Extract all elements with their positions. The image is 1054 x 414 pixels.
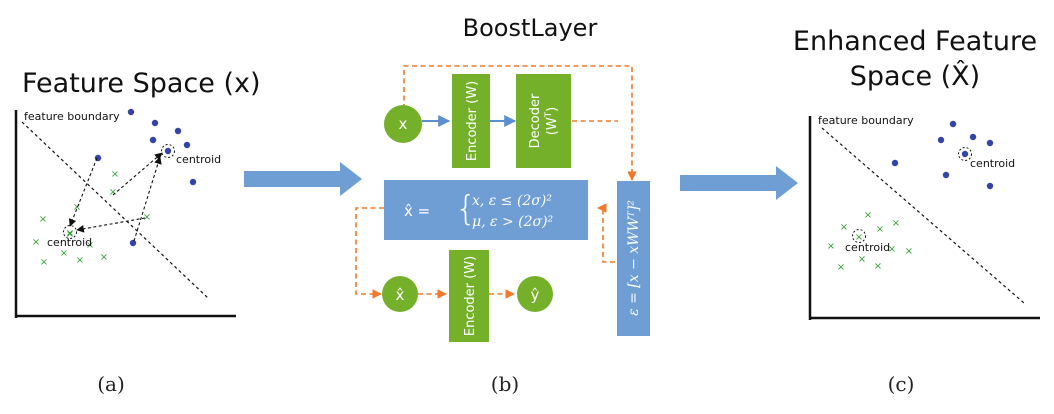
- cross: ×: [905, 246, 913, 257]
- selector-case-2: μ, ε > (2σ)²: [472, 214, 554, 230]
- cross: ×: [32, 237, 40, 248]
- cross: ×: [111, 169, 119, 180]
- decoder-label: Decoder: [528, 93, 543, 148]
- panel-a-boundary-label: feature boundary: [24, 110, 120, 123]
- decoder-weight-label: (WT): [544, 107, 560, 136]
- arrow: [133, 156, 162, 242]
- threshold-selector-box: [384, 180, 588, 240]
- panel-b-title: BoostLayer: [463, 14, 598, 42]
- dot: [961, 150, 969, 158]
- encoder-bottom-label: Encoder (W): [463, 256, 478, 336]
- error-box: [617, 181, 650, 336]
- dot: [949, 120, 957, 128]
- arrow-b-to-c: [680, 166, 798, 200]
- panel-a-centroid-top-label: centroid: [176, 153, 221, 166]
- dot: [937, 136, 945, 144]
- cross: ×: [40, 257, 48, 268]
- cross: ×: [888, 244, 896, 255]
- panel-c-centroid-top-label: centroid: [970, 157, 1015, 170]
- panel-a-class-crosses: × × × × × × × × × × × ×: [32, 169, 151, 268]
- cross: ×: [874, 261, 882, 272]
- input-x-label: x: [399, 115, 408, 133]
- decoder-block: [516, 74, 571, 168]
- panel-a-class-dots: [94, 108, 197, 247]
- selector-lhs: x̂ =: [404, 202, 430, 220]
- panel-a-title: Feature Space (x): [22, 68, 261, 99]
- arrow: [76, 217, 146, 233]
- panel-c-centroid-top-marker: [958, 147, 972, 161]
- dot: [174, 127, 182, 135]
- arrow: [112, 152, 163, 196]
- cross: ×: [143, 212, 151, 223]
- panel-c-centroid-bottom-label: centroid: [845, 241, 890, 254]
- dot: [189, 178, 197, 186]
- cross: ×: [855, 232, 863, 243]
- dot: [151, 119, 159, 127]
- yhat-node: [517, 276, 553, 312]
- panel-a: Feature Space (x) feature boundary centr…: [14, 68, 261, 396]
- panel-c: Enhanced Feature Space (X̂) feature boun…: [793, 26, 1040, 396]
- panel-c-class-dots: [891, 120, 994, 190]
- panel-c-class-crosses: × × × × × × × × × ×: [827, 210, 913, 273]
- skip-connection-arrow: [403, 65, 637, 181]
- panel-a-reassign-arrows: [68, 152, 163, 242]
- selector-to-xhat-arrow: [355, 207, 384, 299]
- cross: ×: [840, 222, 848, 233]
- encoder-top-label: Encoder (W): [465, 81, 480, 161]
- cross: ×: [892, 218, 900, 229]
- dot: [986, 182, 994, 190]
- panel-a-caption: (a): [97, 372, 125, 396]
- xhat-node: [382, 276, 418, 312]
- dot: [127, 108, 135, 116]
- panel-c-caption: (c): [888, 372, 915, 396]
- dot: [183, 141, 191, 149]
- selector-case-1: x, ε ≤ (2σ)²: [472, 193, 552, 209]
- dot: [891, 159, 899, 167]
- cross: ×: [66, 228, 74, 239]
- cross: ×: [109, 187, 117, 198]
- error-formula: ε = [x − xWWᵀ]²: [626, 200, 642, 316]
- cross: ×: [60, 248, 68, 259]
- cross: ×: [66, 229, 74, 240]
- cross: ×: [876, 224, 884, 235]
- panel-b-orange-paths: [355, 65, 637, 299]
- yhat-label: ŷ: [531, 286, 540, 304]
- cross: ×: [827, 241, 835, 252]
- panel-c-feature-boundary: [821, 127, 1025, 304]
- cross: ×: [76, 255, 84, 266]
- panel-c-title-line1: Enhanced Feature: [793, 26, 1037, 57]
- cross: ×: [100, 252, 108, 263]
- panel-b-caption: (b): [491, 372, 519, 396]
- panel-b: BoostLayer x Encoder (W) Decoder (WT) x̂…: [355, 14, 650, 396]
- panel-c-title-line2: Space (X̂): [850, 60, 980, 92]
- cross: ×: [837, 262, 845, 273]
- panel-a-centroid-bottom-label: centroid: [47, 236, 92, 249]
- arrow-a-to-b: [244, 162, 362, 196]
- input-x-node: [384, 105, 422, 143]
- panel-a-centroid-top-marker: [161, 144, 175, 158]
- dot: [149, 136, 157, 144]
- cross: ×: [858, 254, 866, 265]
- dot: [969, 133, 977, 141]
- cross: ×: [86, 240, 94, 251]
- panel-c-centroid-bottom-marker: [852, 229, 866, 243]
- panel-c-boundary-label: feature boundary: [818, 114, 914, 127]
- selector-brace: {: [455, 189, 477, 229]
- encoder-bottom-block: [449, 250, 489, 342]
- error-to-selector-arrow: [597, 203, 615, 263]
- panel-a-feature-boundary: [21, 121, 209, 299]
- dot: [164, 147, 172, 155]
- dot: [942, 171, 950, 179]
- dot: [986, 139, 994, 147]
- arrow: [68, 157, 98, 227]
- xhat-label: x̂: [396, 286, 405, 304]
- cross: ×: [73, 202, 81, 213]
- dot: [129, 239, 137, 247]
- encoder-top-block: [452, 74, 490, 168]
- cross: ×: [39, 214, 47, 225]
- cross: ×: [864, 210, 872, 221]
